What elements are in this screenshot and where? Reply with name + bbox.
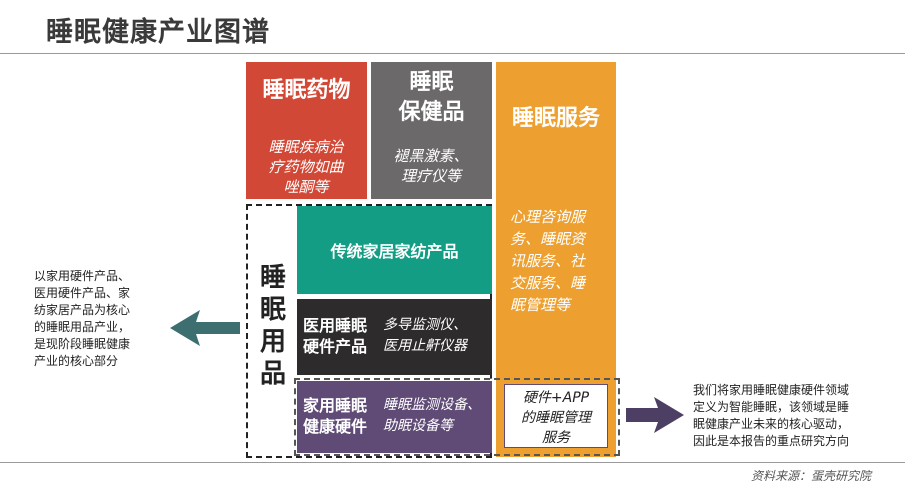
footer-divider [0,462,905,463]
sleep-services-title: 睡眠服务 [511,106,600,131]
home-textile-box: 传统家居家纺产品 [297,206,492,294]
sleep-drugs-desc: 睡眠疾病治 疗药物如曲 唑酮等 [268,138,344,196]
left-annotation: 以家用硬件产品、 医用硬件产品、家 纺家居产品为核心 的睡眠用品产业， 是现阶段… [34,269,131,368]
left-arrow-icon [170,310,240,346]
right-annotation: 我们将家用睡眠健康硬件领域 定义为智能睡眠，该领域是睡 眠健康产业未来的核心驱动… [693,383,850,448]
sleep-health-products-desc: 褪黑激素、 理疗仪等 [393,147,469,185]
sleep-products-label: 睡 眠 用 品 [259,263,286,389]
sleep-drugs-title: 睡眠药物 [262,78,351,103]
sleep-health-products-title: 睡眠 保健品 [398,70,465,125]
sleep-services-desc: 心理咨询服 务、睡眠资 讯服务、社 交服务、睡 眠管理等 [510,208,586,314]
source-note: 资料来源：蛋壳研究院 [751,469,872,483]
home-hardware-box: 家用睡眠 健康硬件 睡眠监测设备、 助眠设备等 [297,381,492,453]
sleep-drugs-box: 睡眠药物 睡眠疾病治 疗药物如曲 唑酮等 [246,62,367,199]
home-hardware-desc: 睡眠监测设备、 助眠设备等 [383,397,481,434]
page-title: 睡眠健康产业图谱 [46,17,270,48]
app-service-box: 硬件+APP 的睡眠管理 服务 [504,384,608,448]
home-textile-title: 传统家居家纺产品 [330,242,459,261]
home-hardware-title: 家用睡眠 健康硬件 [303,396,368,436]
sleep-health-products-box: 睡眠 保健品 褪黑激素、 理疗仪等 [371,62,492,199]
medical-hardware-desc: 多导监测仪、 医用止鼾仪器 [383,317,467,354]
title-divider [0,53,905,54]
smart-sleep-group [294,378,620,456]
medical-hardware-title: 医用睡眠 硬件产品 [303,316,368,356]
medical-hardware-box: 医用睡眠 硬件产品 多导监测仪、 医用止鼾仪器 [297,299,492,375]
right-arrow-icon [626,397,684,433]
